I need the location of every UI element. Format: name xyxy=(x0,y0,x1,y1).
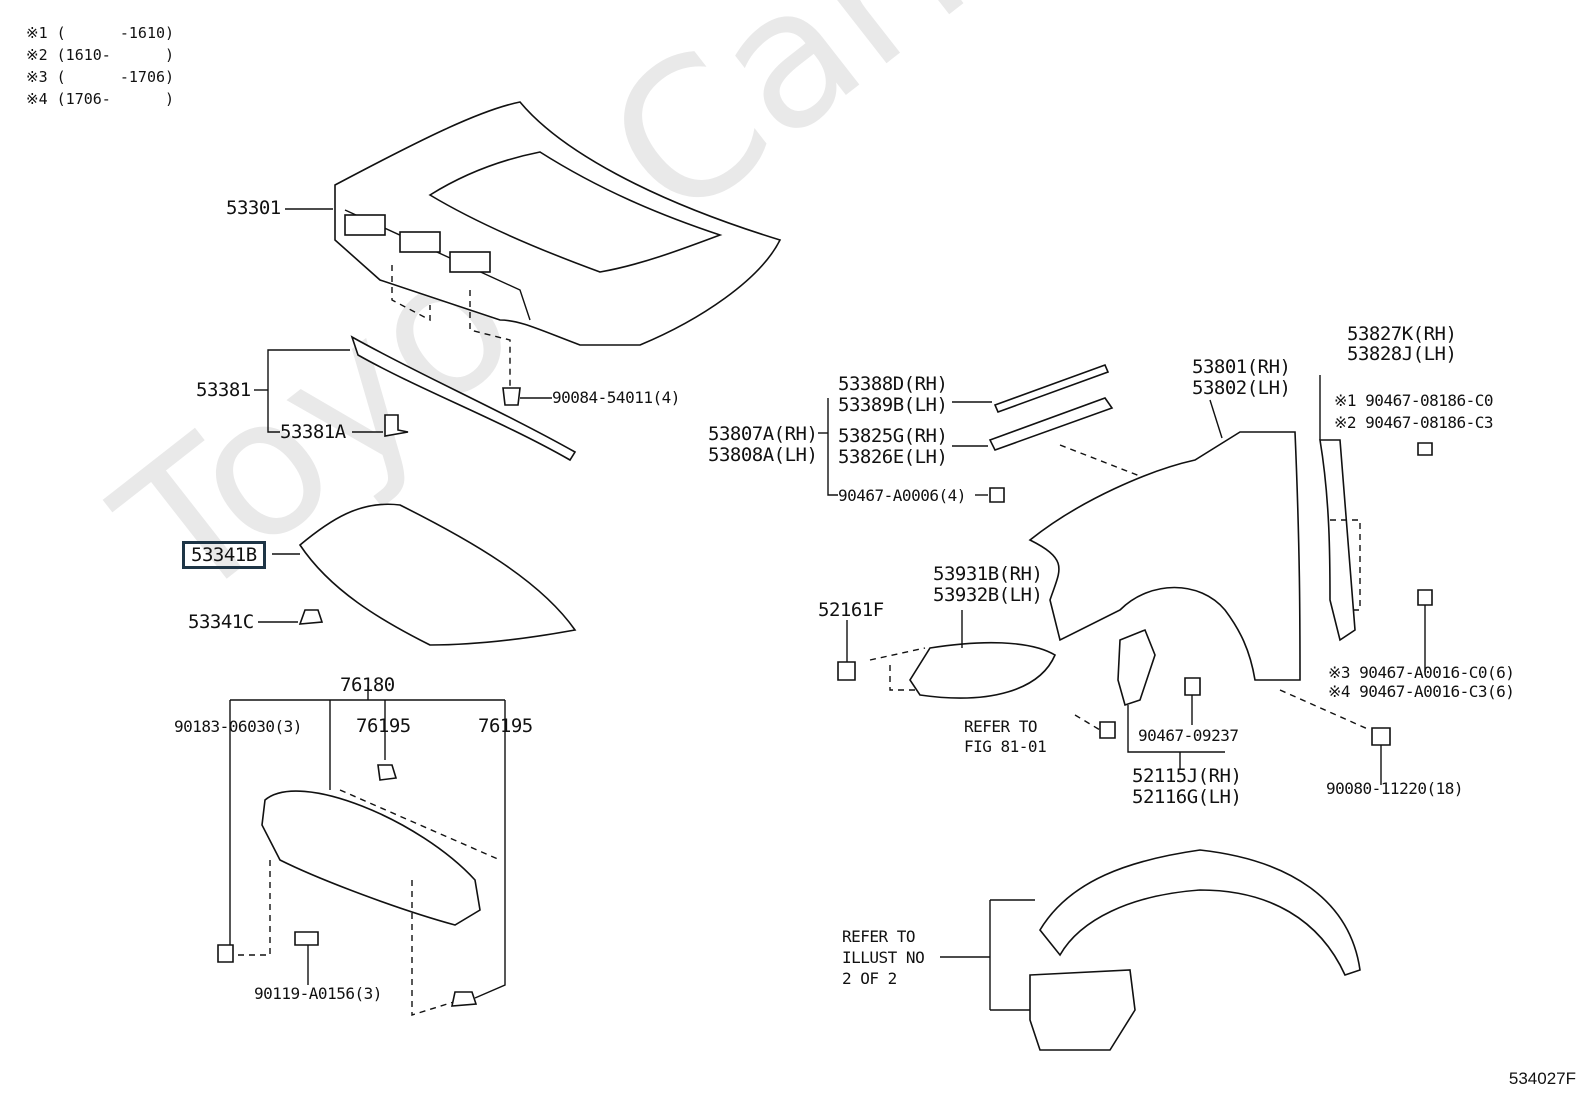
hood-53301 xyxy=(334,101,782,346)
part-label-53808a[interactable]: 53808A(LH) xyxy=(708,444,818,466)
part-label-90467-a0016-c0[interactable]: ※3 90467-A0016-C0(6) xyxy=(1328,663,1515,682)
part-label-76195-b[interactable]: 76195 xyxy=(478,715,533,737)
part-label-53825g[interactable]: 53825G(RH) xyxy=(838,425,948,447)
part-label-53807a[interactable]: 53807A(RH) xyxy=(708,423,818,445)
part-label-90183[interactable]: 90183-06030(3) xyxy=(174,717,302,736)
part-label-53389b[interactable]: 53389B(LH) xyxy=(838,394,948,416)
part-label-53828j[interactable]: 53828J(LH) xyxy=(1347,343,1457,365)
part-label-53341b-highlighted[interactable]: 53341B xyxy=(182,541,266,569)
part-label-52115j[interactable]: 52115J(RH) xyxy=(1132,765,1242,787)
part-label-52161f[interactable]: 52161F xyxy=(818,599,884,621)
part-label-53301[interactable]: 53301 xyxy=(226,197,281,219)
part-label-90080[interactable]: 90080-11220(18) xyxy=(1326,779,1464,798)
legend-item: ※1 ( -1610) xyxy=(26,24,175,42)
refer-to-fig-line2[interactable]: FIG 81-01 xyxy=(964,737,1047,756)
part-label-53826e[interactable]: 53826E(LH) xyxy=(838,446,948,468)
part-label-53931b[interactable]: 53931B(RH) xyxy=(933,563,1043,585)
part-label-53827k[interactable]: 53827K(RH) xyxy=(1347,323,1457,345)
part-label-76180[interactable]: 76180 xyxy=(340,674,395,696)
refer-illust-line3[interactable]: 2 OF 2 xyxy=(842,969,897,988)
part-label-90467-08186-c3[interactable]: ※2 90467-08186-C3 xyxy=(1334,413,1494,432)
part-label-90119[interactable]: 90119-A0156(3) xyxy=(254,984,382,1003)
part-label-53341c[interactable]: 53341C xyxy=(188,611,254,633)
part-label-53802[interactable]: 53802(LH) xyxy=(1192,377,1291,399)
refer-to-fig-line1: REFER TO xyxy=(964,717,1038,736)
part-label-53381[interactable]: 53381 xyxy=(196,379,251,401)
part-label-53801[interactable]: 53801(RH) xyxy=(1192,356,1291,378)
refer-illust-line2: ILLUST NO xyxy=(842,948,925,967)
refer-illust-line1: REFER TO xyxy=(842,927,916,946)
part-label-53388d[interactable]: 53388D(RH) xyxy=(838,373,948,395)
part-label-90467-a0006[interactable]: 90467-A0006(4) xyxy=(838,486,966,505)
legend-item: ※3 ( -1706) xyxy=(26,68,175,86)
part-label-90467-08186-c0[interactable]: ※1 90467-08186-C0 xyxy=(1334,391,1494,410)
part-label-90467-09237[interactable]: 90467-09237 xyxy=(1138,726,1239,745)
part-label-90084[interactable]: 90084-54011(4) xyxy=(552,388,680,407)
part-label-90467-a0016-c3[interactable]: ※4 90467-A0016-C3(6) xyxy=(1328,682,1515,701)
part-label-53381a[interactable]: 53381A xyxy=(280,421,346,443)
date-legend: ※1 ( -1610) ※2 (1610- ) ※3 ( -1706) ※4 (… xyxy=(26,22,174,110)
legend-item: ※2 (1610- ) xyxy=(26,46,175,64)
part-label-52116g[interactable]: 52116G(LH) xyxy=(1132,786,1242,808)
part-label-76195-a[interactable]: 76195 xyxy=(356,715,411,737)
diagram-code: 534027F xyxy=(1508,1069,1576,1088)
legend-item: ※4 (1706- ) xyxy=(26,90,175,108)
part-label-53932b[interactable]: 53932B(LH) xyxy=(933,584,1043,606)
